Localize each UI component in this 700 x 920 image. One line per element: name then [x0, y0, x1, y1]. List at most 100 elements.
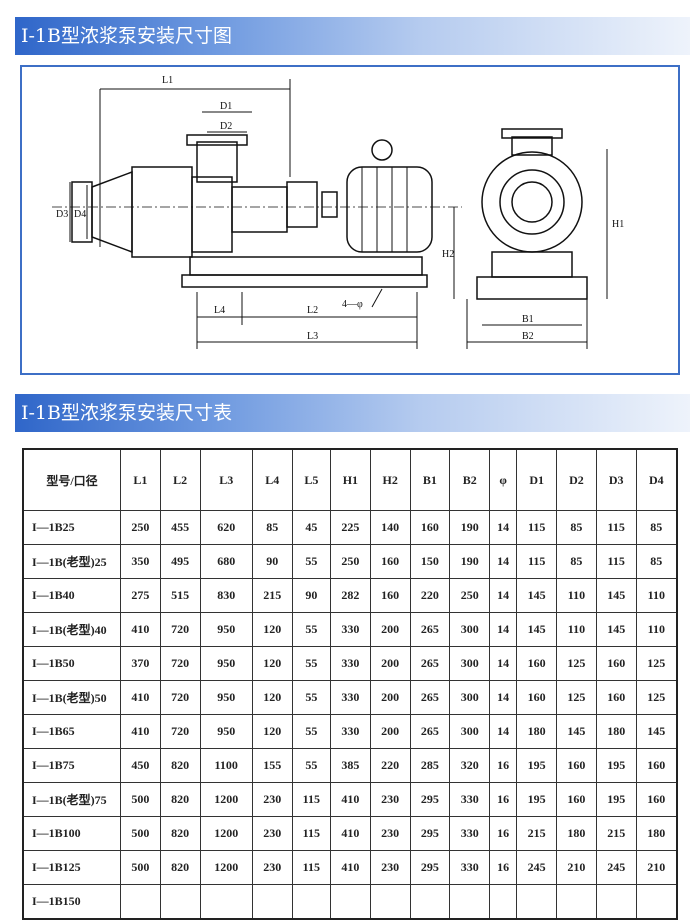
value-cell: 195	[516, 748, 558, 783]
value-cell: 950	[199, 646, 253, 681]
dim-label-l1: L1	[162, 75, 173, 86]
pump-front-view	[476, 128, 588, 300]
value-cell: 14	[489, 646, 518, 681]
value-cell: 16	[489, 816, 518, 851]
value-cell: 160	[635, 748, 678, 783]
dim-label-h2: H2	[442, 249, 454, 260]
value-cell: 245	[595, 850, 637, 885]
value-cell: 330	[330, 714, 371, 749]
value-cell: 500	[120, 850, 161, 885]
value-cell: 282	[330, 578, 371, 613]
value-cell: 350	[120, 544, 161, 579]
model-cell: I—1B150	[22, 884, 121, 920]
value-cell: 145	[516, 578, 558, 613]
value-cell: 720	[159, 680, 201, 715]
value-cell: 275	[120, 578, 161, 613]
column-header: φ	[489, 448, 518, 511]
model-cell: I—1B65	[22, 714, 121, 749]
value-cell	[159, 884, 201, 920]
value-cell: 200	[369, 646, 411, 681]
value-cell: 320	[449, 748, 491, 783]
model-cell: I—1B25	[22, 510, 121, 545]
dim-label-d3: D3	[56, 209, 68, 220]
value-cell: 455	[159, 510, 201, 545]
value-cell: 145	[635, 714, 678, 749]
value-cell: 55	[291, 646, 332, 681]
value-cell: 450	[120, 748, 161, 783]
value-cell: 55	[291, 748, 332, 783]
value-cell: 1200	[199, 850, 253, 885]
value-cell: 145	[556, 714, 597, 749]
value-cell: 330	[449, 782, 491, 817]
dim-label-d2: D2	[220, 121, 232, 132]
value-cell: 180	[635, 816, 678, 851]
value-cell: 14	[489, 544, 518, 579]
value-cell	[489, 884, 518, 920]
value-cell: 16	[489, 782, 518, 817]
value-cell	[516, 884, 558, 920]
value-cell: 200	[369, 612, 411, 647]
value-cell: 115	[291, 816, 332, 851]
value-cell: 160	[369, 544, 411, 579]
section-title-drawing: I-1B型浓浆泵安装尺寸图	[15, 17, 690, 55]
value-cell: 230	[369, 782, 411, 817]
value-cell: 215	[516, 816, 558, 851]
value-cell: 55	[291, 680, 332, 715]
value-cell: 110	[635, 578, 678, 613]
value-cell	[595, 884, 637, 920]
value-cell: 300	[449, 714, 491, 749]
pump-side-view	[52, 134, 462, 288]
value-cell: 115	[516, 510, 558, 545]
value-cell: 150	[409, 544, 451, 579]
value-cell: 110	[556, 612, 597, 647]
value-cell: 180	[595, 714, 637, 749]
value-cell: 195	[516, 782, 558, 817]
dim-label-d4: D4	[74, 209, 86, 220]
value-cell: 160	[516, 646, 558, 681]
column-header: D3	[595, 448, 637, 511]
value-cell: 225	[330, 510, 371, 545]
value-cell	[369, 884, 411, 920]
value-cell: 1200	[199, 782, 253, 817]
model-cell: I—1B(老型)25	[22, 544, 121, 579]
value-cell: 230	[369, 850, 411, 885]
value-cell: 120	[251, 680, 293, 715]
value-cell: 300	[449, 646, 491, 681]
value-cell: 410	[330, 816, 371, 851]
value-cell: 410	[120, 680, 161, 715]
value-cell: 160	[556, 748, 597, 783]
value-cell: 120	[251, 612, 293, 647]
dim-label-h1: H1	[612, 219, 624, 230]
value-cell: 515	[159, 578, 201, 613]
value-cell: 160	[595, 680, 637, 715]
value-cell: 120	[251, 714, 293, 749]
dim-label-b2: B2	[522, 331, 534, 342]
value-cell: 370	[120, 646, 161, 681]
value-cell: 295	[409, 816, 451, 851]
value-cell	[120, 884, 161, 920]
value-cell: 265	[409, 714, 451, 749]
value-cell: 230	[251, 816, 293, 851]
value-cell: 90	[291, 578, 332, 613]
value-cell: 330	[449, 850, 491, 885]
value-cell: 180	[516, 714, 558, 749]
value-cell: 125	[635, 646, 678, 681]
value-cell: 300	[449, 680, 491, 715]
value-cell: 230	[251, 850, 293, 885]
dim-label-l2: L2	[307, 305, 318, 316]
value-cell: 300	[449, 612, 491, 647]
value-cell: 245	[516, 850, 558, 885]
value-cell: 90	[251, 544, 293, 579]
value-cell: 85	[635, 544, 678, 579]
value-cell: 140	[369, 510, 411, 545]
value-cell: 950	[199, 680, 253, 715]
column-header: H2	[369, 448, 411, 511]
dim-label-b1: B1	[522, 314, 534, 325]
value-cell	[449, 884, 491, 920]
model-cell: I—1B(老型)40	[22, 612, 121, 647]
value-cell: 190	[449, 544, 491, 579]
